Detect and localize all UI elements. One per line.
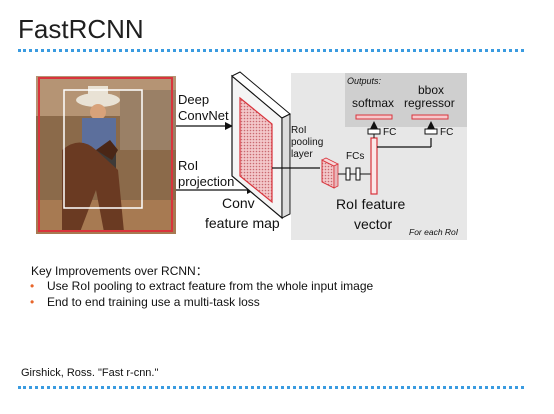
softmax-label: softmax <box>352 96 394 110</box>
roi-feature-vector <box>370 137 378 195</box>
improvements-list: • Use RoI pooling to extract feature from… <box>28 279 373 310</box>
feature-map-label: feature map <box>205 215 280 231</box>
bottom-divider <box>18 386 524 389</box>
fc-right-block <box>424 128 438 135</box>
deep-label: Deep <box>178 92 209 107</box>
roi-pooled-feature <box>321 157 339 189</box>
roi-label: RoI <box>178 158 198 173</box>
roi-pool-line2: pooling <box>291 137 323 148</box>
for-each-roi-label: For each RoI <box>409 227 459 237</box>
roi-box-inner <box>63 89 143 209</box>
bullet-text: Use RoI pooling to extract feature from … <box>47 279 374 293</box>
vector-label: vector <box>354 216 392 232</box>
title-divider <box>18 49 524 52</box>
fc-left-label: FC <box>383 127 396 138</box>
fast-rcnn-diagram: Deep ConvNet RoI projection Conv feature… <box>36 71 467 240</box>
fc-left-block <box>367 128 381 135</box>
roi-box-outer <box>38 77 173 232</box>
list-item: • Use RoI pooling to extract feature from… <box>28 279 373 295</box>
softmax-output-bar <box>355 114 393 120</box>
key-improvements-heading: Key Improvements over RCNN： <box>31 264 208 278</box>
fc-block-1 <box>345 167 351 181</box>
outputs-label: Outputs: <box>347 76 382 86</box>
regressor-label: regressor <box>404 96 455 110</box>
input-image <box>36 76 176 234</box>
fc-right-label: FC <box>440 127 453 138</box>
bullet-icon: • <box>30 279 35 293</box>
list-item: • End to end training use a multi-task lo… <box>28 295 373 311</box>
projection-label: projection <box>178 174 234 189</box>
citation: Girshick, Ross. "Fast r-cnn." <box>21 367 159 379</box>
bbox-label: bbox <box>418 83 444 97</box>
bullet-text: End to end training use a multi-task los… <box>47 294 260 309</box>
bbox-output-bar <box>411 114 449 120</box>
slide-title: FastRCNN <box>18 14 144 44</box>
conv-feature-map <box>231 71 291 220</box>
roi-pool-line1: RoI <box>291 125 307 136</box>
conv-label: Conv <box>222 195 255 211</box>
fcs-label: FCs <box>346 151 364 162</box>
bullet-icon: • <box>30 294 35 309</box>
fc-block-2 <box>355 167 361 181</box>
roi-feature-label: RoI feature <box>336 196 405 212</box>
roi-pool-line3: layer <box>291 149 313 160</box>
convnet-label: ConvNet <box>178 108 229 123</box>
